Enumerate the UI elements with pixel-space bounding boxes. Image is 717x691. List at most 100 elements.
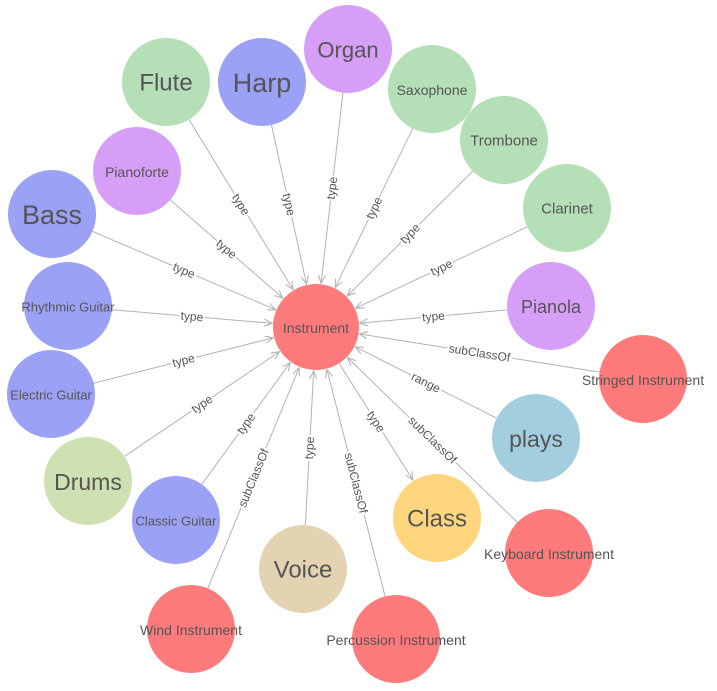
edge-label: type: [180, 309, 204, 325]
edge-keyboard-instrument-instrument: [348, 358, 518, 523]
node-label: Rhythmic Guitar: [21, 300, 115, 315]
node-circle[interactable]: [24, 262, 112, 350]
node-label: Voice: [274, 557, 333, 584]
edge-harp-instrument: [270, 124, 306, 284]
node-rhythmic-guitar[interactable]: Rhythmic Guitar: [21, 262, 115, 350]
node-flute[interactable]: Flute: [122, 38, 210, 126]
node-class[interactable]: Class: [393, 474, 481, 562]
node-label: Drums: [54, 469, 122, 495]
edge-wind-instrument-instrument: [207, 368, 299, 589]
node-label: Organ: [317, 38, 378, 63]
node-wind-instrument[interactable]: Wind Instrument: [140, 585, 242, 673]
edge-rhythmic-guitar-instrument: [111, 309, 272, 324]
edge-label: type: [234, 410, 259, 437]
edge-label: type: [189, 392, 216, 416]
node-pianola[interactable]: Pianola: [507, 262, 595, 350]
edge-label: type: [422, 308, 446, 324]
node-label: Flute: [139, 70, 192, 97]
node-circle[interactable]: [273, 284, 359, 370]
node-harp[interactable]: Harp: [218, 38, 306, 126]
node-circle[interactable]: [147, 585, 235, 673]
edge-label: type: [213, 236, 240, 262]
node-label: Instrument: [283, 320, 349, 336]
node-circle[interactable]: [304, 5, 392, 93]
node-circle[interactable]: [44, 437, 132, 525]
edge-label: subClassOf: [405, 413, 460, 467]
node-label: Clarinet: [541, 201, 594, 218]
node-circle[interactable]: [8, 170, 96, 258]
edge-label: type: [171, 351, 197, 370]
edge-label-halo: type: [180, 309, 204, 325]
node-bass[interactable]: Bass: [8, 170, 96, 258]
edge-label: type: [363, 194, 386, 221]
edge-label-halo: type: [422, 308, 446, 324]
edge-label: type: [324, 176, 341, 200]
edges-layer: [92, 92, 600, 597]
edge-voice-instrument: [304, 371, 313, 526]
edge-label: type: [364, 408, 388, 435]
edge-stringed-instrument-instrument: [359, 334, 600, 373]
node-circle[interactable]: [122, 38, 210, 126]
node-circle[interactable]: [505, 509, 593, 597]
edge-label: subClassOf: [235, 446, 272, 509]
node-circle[interactable]: [599, 335, 687, 423]
edge-label: type: [229, 191, 253, 218]
node-percussion-instrument[interactable]: Percussion Instrument: [326, 595, 466, 683]
node-saxophone[interactable]: Saxophone: [388, 45, 476, 133]
node-trombone[interactable]: Trombone: [460, 96, 548, 184]
edge-label: type: [280, 192, 299, 217]
edge-flute-instrument: [188, 119, 293, 290]
node-keyboard-instrument[interactable]: Keyboard Instrument: [484, 509, 614, 597]
node-circle[interactable]: [393, 474, 481, 562]
edge-plays-instrument: [355, 347, 497, 419]
node-electric-guitar[interactable]: Electric Guitar: [7, 350, 95, 438]
edge-label: type: [302, 436, 317, 460]
node-label: Class: [407, 506, 467, 533]
edge-label: subClassOf: [342, 451, 371, 515]
node-label: Saxophone: [397, 82, 468, 98]
node-stringed-instrument[interactable]: Stringed Instrument: [582, 335, 704, 423]
node-label: Percussion Instrument: [326, 632, 465, 648]
edge-saxophone-instrument: [335, 128, 414, 288]
edge-pianoforte-instrument: [169, 199, 283, 298]
edge-label: type: [428, 256, 455, 279]
node-circle[interactable]: [93, 127, 181, 215]
node-pianoforte[interactable]: Pianoforte: [93, 127, 181, 215]
node-classic-guitar[interactable]: Classic Guitar: [132, 476, 220, 564]
node-label: Stringed Instrument: [582, 372, 704, 388]
node-organ[interactable]: Organ: [304, 5, 392, 93]
node-circle[interactable]: [218, 38, 306, 126]
edge-drums-instrument: [124, 352, 279, 457]
node-label: Harp: [233, 68, 292, 98]
node-circle[interactable]: [492, 394, 580, 482]
edge-label-halo: type: [302, 436, 317, 460]
node-circle[interactable]: [7, 350, 95, 438]
node-label: Pianola: [521, 297, 582, 317]
edge-classic-guitar-instrument: [201, 363, 290, 485]
node-circle[interactable]: [259, 525, 347, 613]
node-instrument[interactable]: Instrument: [273, 284, 359, 370]
node-circle[interactable]: [523, 164, 611, 252]
edge-label: range: [409, 369, 443, 395]
node-label: plays: [509, 426, 563, 452]
edge-pianola-instrument: [360, 309, 508, 323]
node-label: Pianoforte: [105, 164, 169, 180]
node-circle[interactable]: [507, 262, 595, 350]
node-voice[interactable]: Voice: [259, 525, 347, 613]
edge-percussion-instrument-instrument: [327, 370, 386, 597]
node-plays[interactable]: plays: [492, 394, 580, 482]
edge-electric-guitar-instrument: [93, 338, 274, 384]
node-clarinet[interactable]: Clarinet: [523, 164, 611, 252]
node-circle[interactable]: [132, 476, 220, 564]
node-label: Trombone: [470, 133, 538, 150]
node-circle[interactable]: [352, 595, 440, 683]
node-label: Keyboard Instrument: [484, 546, 614, 562]
node-circle[interactable]: [388, 45, 476, 133]
edge-class-instrument: [338, 363, 413, 480]
node-circle[interactable]: [460, 96, 548, 184]
edge-label-halo: type: [324, 176, 341, 200]
edge-label: subClassOf: [448, 341, 512, 365]
node-drums[interactable]: Drums: [44, 437, 132, 525]
